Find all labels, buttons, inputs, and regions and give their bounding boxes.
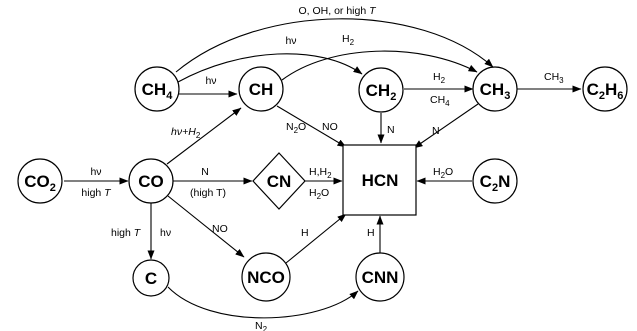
node-cnn-label: CNN [362,268,399,287]
label-high-t-co-c: high T [111,227,142,239]
label-no-ch: NO [322,121,338,133]
node-c2h6-circle [582,66,628,112]
label-hv-ch4-ch: hν [205,75,216,87]
label-hv-co-c: hν [160,227,171,239]
label-no-co-nco: NO [212,223,228,235]
node-ch2-label: CH2 [366,81,397,103]
node-nco-circle [241,252,291,302]
node-c2h6-label: C2H6 [587,80,624,102]
edge-ch4-ch2-arc [177,53,363,83]
edge-c-cnn-arc [167,286,359,319]
node-ch-label: CH [249,80,274,99]
node-cnn: CNN [355,252,405,302]
label-n2-bottom: N2 [255,320,268,331]
node-c-circle [132,259,170,297]
node-co-circle [128,158,174,204]
label-top-arc: O, OH, or high T [298,5,377,17]
node-ch2: CH2 [358,67,404,113]
node-hcn: HCN [342,144,417,216]
label-h-h2: H,H2 [309,166,332,180]
node-co2: CO2 [17,158,63,204]
node-ch4-circle [134,66,180,112]
label-n2o: N2O [286,121,306,135]
node-c-label: C [145,269,157,288]
node-co: CO [128,158,174,204]
node-cn: CN [252,152,306,210]
node-c2n-circle [472,158,518,204]
node-cn-label: CN [267,172,292,191]
node-ch: CH [238,66,284,112]
node-c2n: C2N [472,158,518,204]
node-ch3: CH3 [472,66,518,112]
edge-labels: O, OH, or high T hν H2 hν H2 CH4 CH3 hν+… [81,5,564,331]
edge-nco-hcn [285,213,347,264]
label-h-cnn: H [367,227,375,239]
node-cn-diamond [252,152,306,210]
node-co2-circle [17,158,63,204]
label-hv-co2: hν [90,166,101,178]
label-hv-top: hν [285,35,296,47]
node-ch4-label: CH4 [142,80,174,102]
label-h2-ch2-ch3: H2 [433,71,446,85]
label-ch3-c2h6: CH3 [544,71,564,85]
edge-ch-hcn [276,105,347,148]
edge-ch3-hcn [413,103,479,149]
edge-ch-ch3-arc [281,50,478,81]
label-n-co-cn: N [201,166,209,178]
node-c: C [132,259,170,297]
node-ch-circle [238,66,284,112]
edge-co-ch [166,107,242,165]
node-hcn-box [342,144,417,216]
label-n-ch3: N [432,125,440,137]
node-co-label: CO [138,172,164,191]
node-ch2-circle [358,67,404,113]
label-ch4-ch2-ch3: CH4 [430,94,450,108]
label-h2o-cn: H2O [309,187,329,201]
node-hcn-label: HCN [362,171,399,190]
node-ch3-circle [472,66,518,112]
label-n-ch2: N [387,124,395,136]
node-nco: NCO [241,252,291,302]
label-h2o-c2n: H2O [433,166,453,180]
node-ch3-label: CH3 [480,80,511,102]
label-h-nco: H [301,227,309,239]
label-h2-top: H2 [342,33,355,47]
edges [64,18,582,319]
edge-ch4-ch3-arc [175,18,494,73]
label-high-t-paren: (high T) [190,187,226,199]
node-c2n-label: C2N [480,172,511,194]
label-high-t-co2: high T [81,187,112,199]
label-hv-h2-co-ch: hν+H2 [171,126,201,140]
node-nco-label: NCO [247,268,285,287]
node-cnn-circle [355,252,405,302]
node-co2-label: CO2 [24,172,56,194]
node-ch4: CH4 [134,66,180,112]
node-c2h6: C2H6 [582,66,628,112]
edge-co-nco [167,195,245,258]
